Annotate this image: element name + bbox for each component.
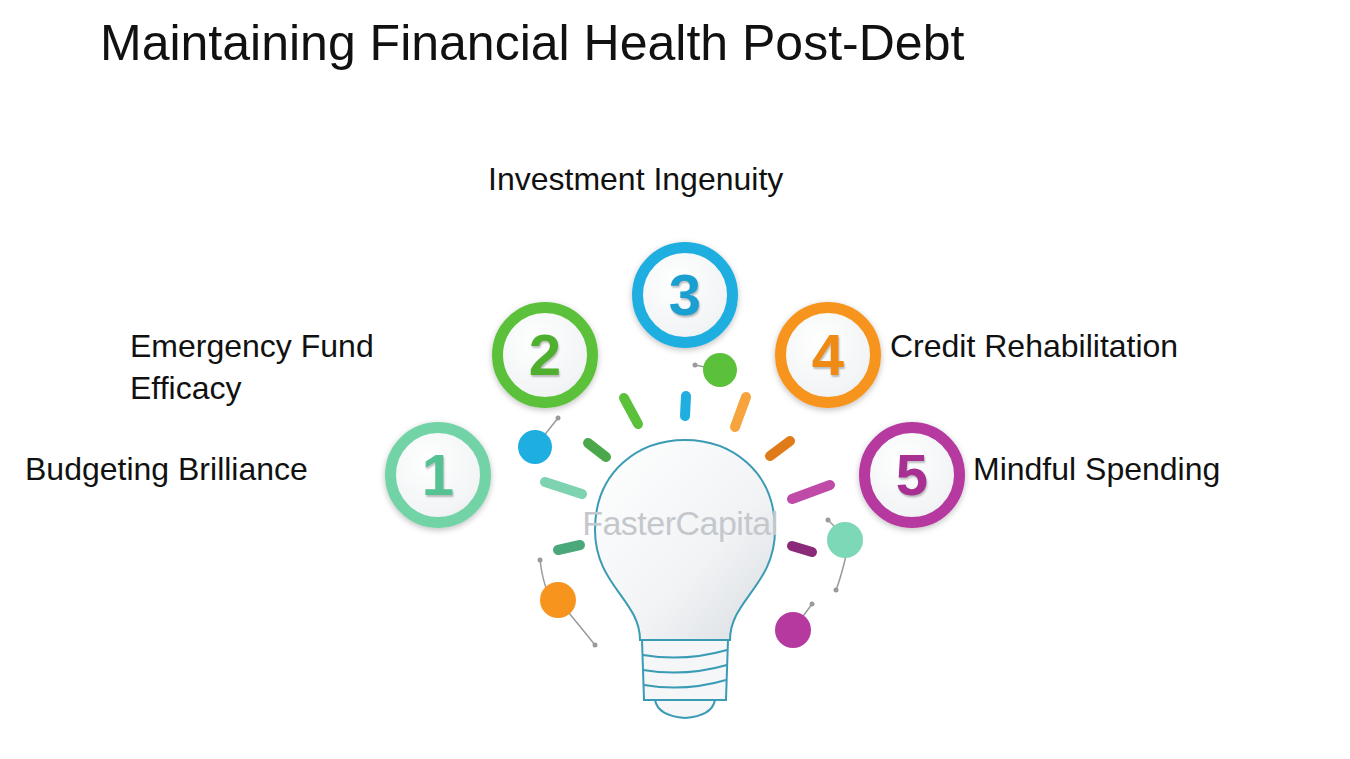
step-label: Budgeting Brilliance xyxy=(25,449,308,491)
numbered-circle: 2Emergency Fund Efficacy xyxy=(492,302,598,408)
diagram-title: Maintaining Financial Health Post-Debt xyxy=(100,14,964,72)
numbered-circle: 5Mindful Spending xyxy=(859,422,965,528)
step-label: Investment Ingenuity xyxy=(488,159,783,201)
callout-number: 3 xyxy=(669,266,701,324)
step-label: Mindful Spending xyxy=(973,449,1220,491)
step-label: Emergency Fund Efficacy xyxy=(130,326,405,409)
callout-number: 4 xyxy=(812,326,844,384)
callout-number: 2 xyxy=(529,326,561,384)
callout-number: 5 xyxy=(896,446,928,504)
step-label: Credit Rehabilitation xyxy=(890,326,1178,368)
watermark: FasterCapital xyxy=(582,504,778,543)
numbered-circle: 4Credit Rehabilitation xyxy=(775,302,881,408)
numbered-circle: 3Investment Ingenuity xyxy=(632,242,738,348)
numbered-circle: 1Budgeting Brilliance xyxy=(385,422,491,528)
callout-number: 1 xyxy=(422,446,454,504)
